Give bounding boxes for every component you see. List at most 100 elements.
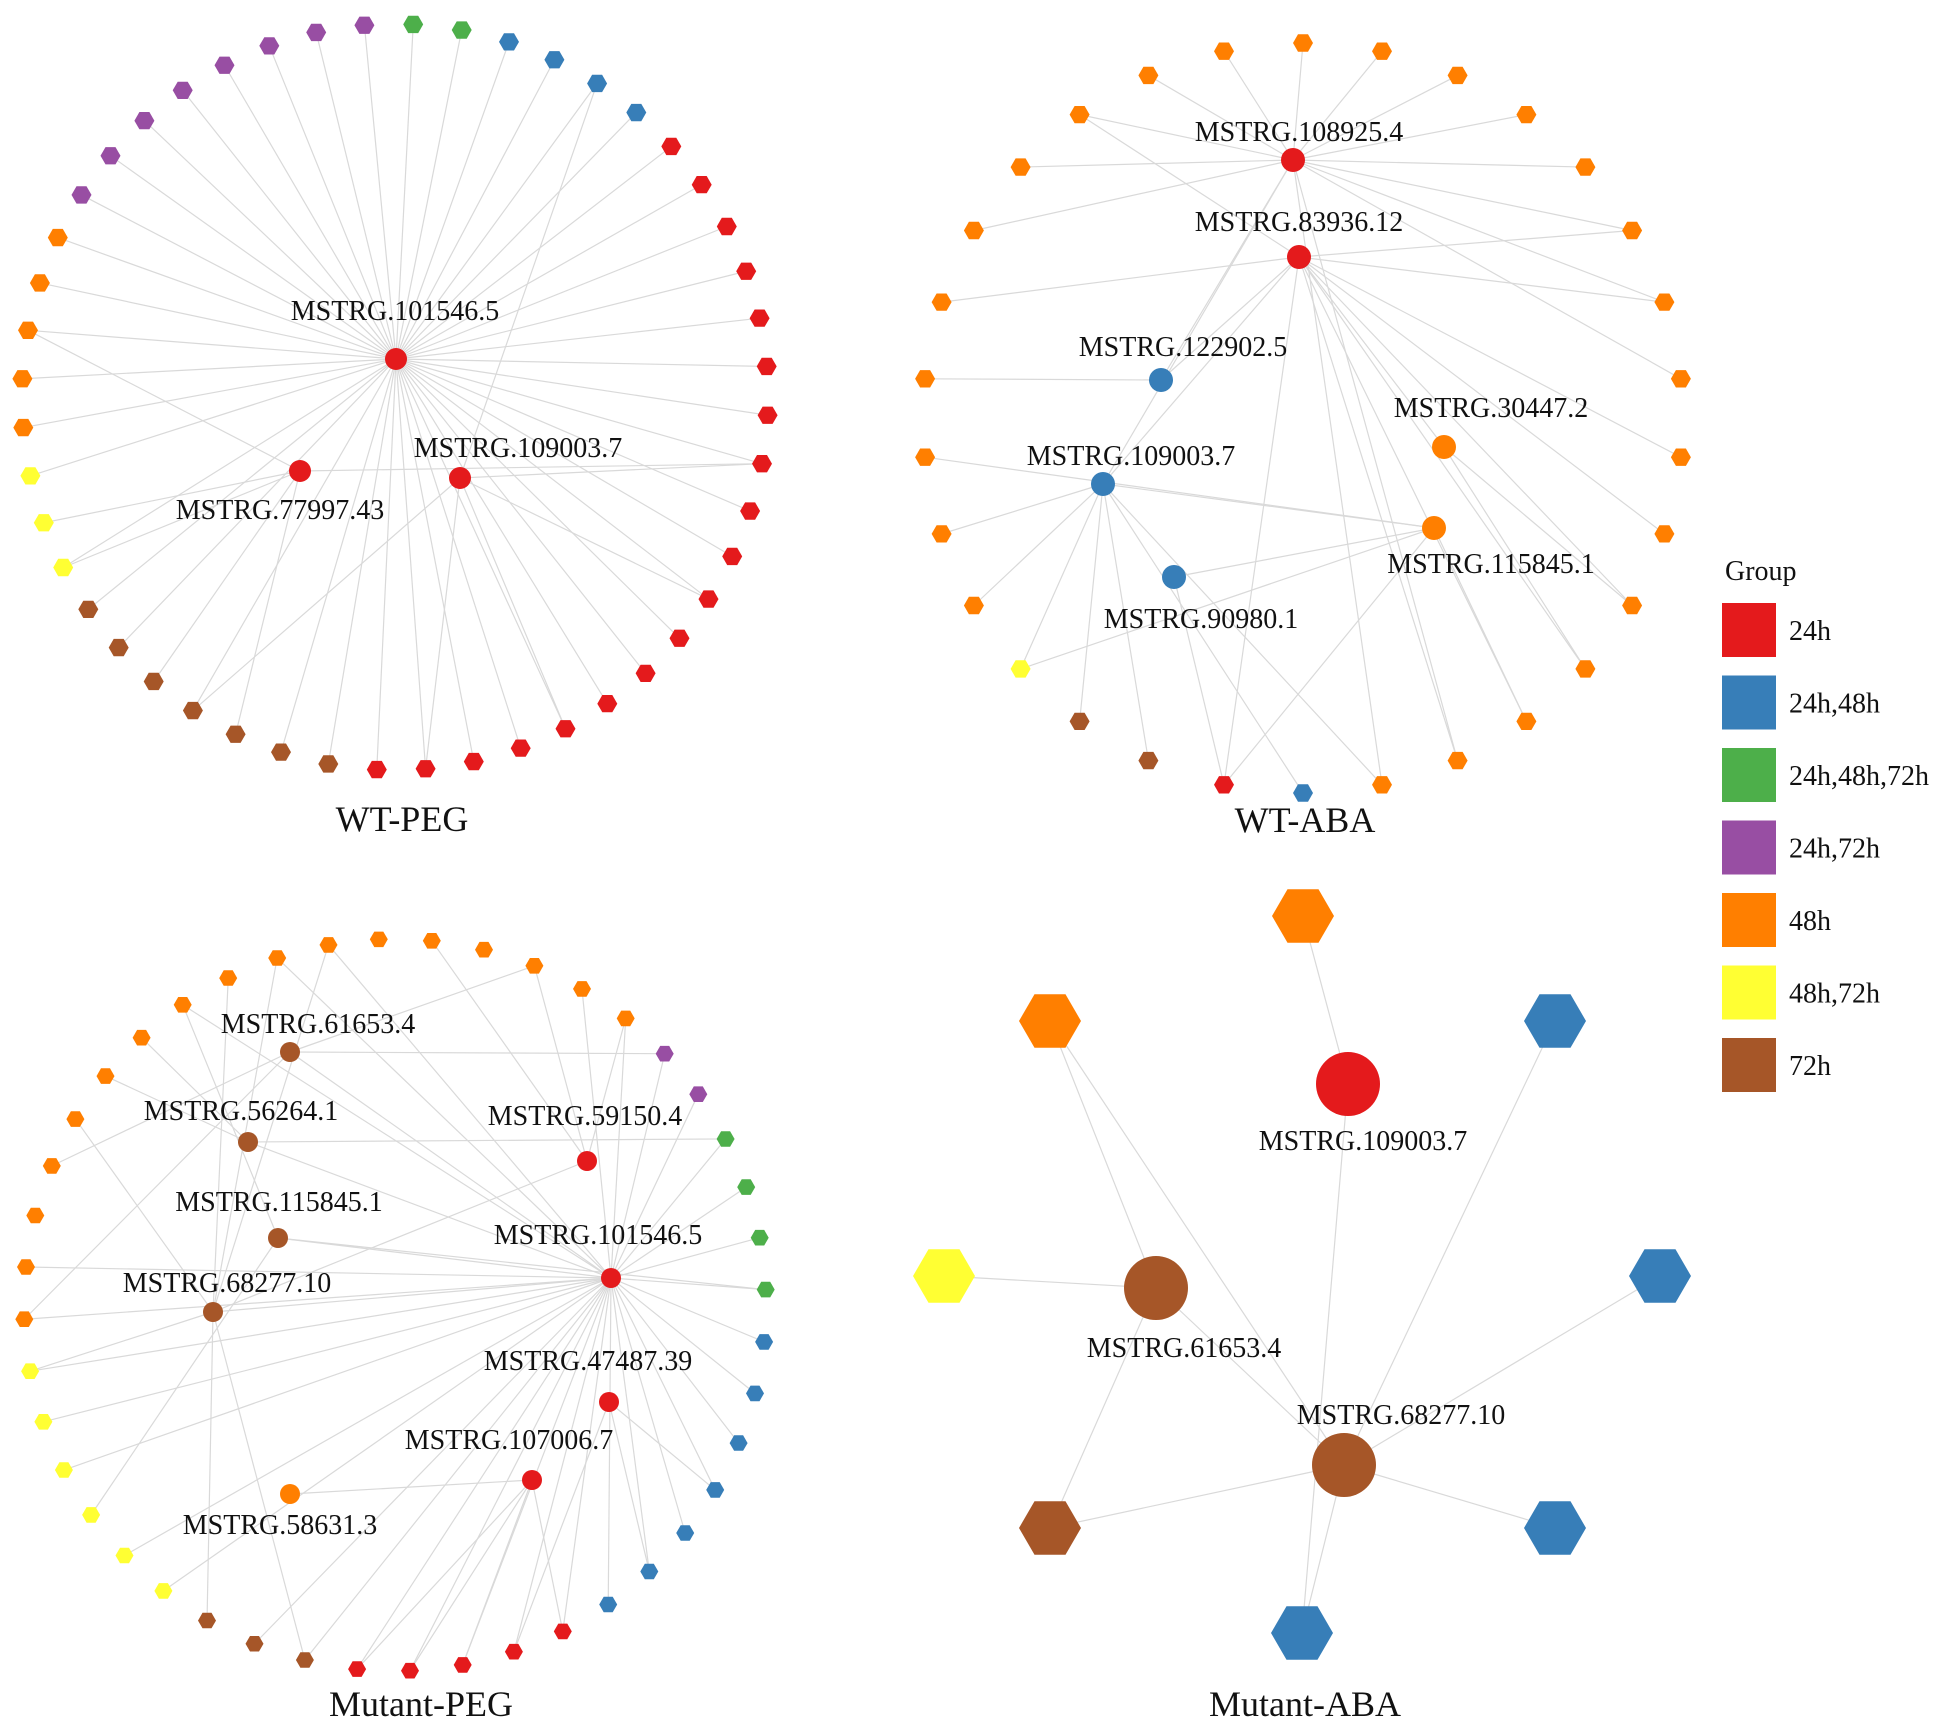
wt-peg-target-node xyxy=(587,74,608,93)
mutant-peg-edge xyxy=(206,1311,214,1621)
wt-aba-target-node xyxy=(915,370,936,388)
wt-peg-edge xyxy=(459,477,709,600)
mutant-peg-edge xyxy=(277,1237,766,1291)
mutant-peg-hub-mstrg-47487-39 xyxy=(599,1392,619,1412)
mutant-peg-target-node xyxy=(750,1229,769,1246)
wt-peg-edge xyxy=(395,358,763,465)
mutant-peg-hub-label: MSTRG.115845.1 xyxy=(175,1187,382,1218)
mutant-aba-target-node xyxy=(1271,1606,1333,1660)
mutant-peg-edge xyxy=(610,1277,756,1394)
wt-aba-edge xyxy=(1223,527,1435,786)
mutant-peg-target-node xyxy=(401,1662,419,1679)
wt-peg-edge xyxy=(30,358,397,477)
mutant-peg-edge xyxy=(328,944,612,1279)
mutant-peg-target-node xyxy=(154,1583,173,1599)
legend-swatch-48h-72h xyxy=(1722,965,1776,1020)
edge-layer xyxy=(22,24,1682,1672)
mutant-aba-target-node xyxy=(1272,889,1334,943)
wt-peg-edge xyxy=(395,358,522,749)
mutant-peg-target-node xyxy=(369,931,388,948)
wt-peg-edge xyxy=(395,358,768,416)
mutant-peg-target-node xyxy=(34,1414,53,1430)
legend-swatch-24h-48h-72h xyxy=(1722,748,1776,802)
mutant-peg-target-node xyxy=(640,1563,659,1580)
wt-peg-edge xyxy=(27,329,301,472)
wt-aba-edge xyxy=(1298,256,1445,448)
wt-peg-edge xyxy=(395,358,751,512)
wt-peg-edge xyxy=(192,358,397,711)
wt-peg-target-node xyxy=(33,514,54,532)
mutant-peg-target-node xyxy=(599,1596,618,1613)
mutant-peg-target-node xyxy=(716,1131,735,1147)
wt-aba-edge xyxy=(1298,256,1682,458)
mutant-peg-edge xyxy=(608,1401,716,1491)
wt-aba-edge xyxy=(1298,256,1665,303)
wt-aba-target-node xyxy=(1670,370,1691,388)
wt-peg-target-node xyxy=(271,743,291,761)
wt-aba-target-node xyxy=(931,293,952,311)
wt-peg-target-node xyxy=(756,357,777,376)
mutant-peg-edge xyxy=(610,1277,686,1534)
wt-aba-hub-mstrg-109003-7 xyxy=(1091,472,1115,496)
wt-aba-target-node xyxy=(1138,66,1159,85)
mutant-aba-hub-label: MSTRG.61653.4 xyxy=(1087,1333,1281,1364)
wt-peg-edge xyxy=(395,358,608,704)
wt-peg-target-node xyxy=(318,755,339,773)
mutant-peg-edge xyxy=(462,1479,533,1666)
wt-aba-edge xyxy=(1292,159,1633,232)
wt-peg-target-node xyxy=(12,370,33,388)
legend-label-24h-48h-72h: 24h,48h,72h xyxy=(1789,761,1929,792)
mutant-peg-target-node xyxy=(422,933,441,949)
wt-peg-edge xyxy=(395,59,555,360)
mutant-peg-hub-label: MSTRG.58631.3 xyxy=(183,1510,377,1541)
mutant-peg-edge xyxy=(254,1277,612,1645)
wt-aba-edge xyxy=(1223,256,1300,785)
wt-peg-edge xyxy=(459,83,598,479)
wt-peg-edge xyxy=(63,470,301,569)
wt-peg-target-node xyxy=(661,137,682,156)
mutant-peg-target-node xyxy=(42,1158,61,1174)
mutant-peg-edge xyxy=(610,1053,666,1279)
wt-peg-target-node xyxy=(20,467,41,485)
wt-peg-edge xyxy=(395,270,747,360)
wt-aba-edge xyxy=(1298,256,1527,722)
mutant-aba-edge xyxy=(943,1275,1157,1289)
wt-peg-target-node xyxy=(53,558,74,577)
wt-aba-edge xyxy=(925,378,1162,381)
wt-peg-target-node xyxy=(100,147,121,165)
wt-aba-edge xyxy=(973,159,1294,232)
legend-swatch-24h xyxy=(1722,603,1776,657)
mutant-peg-edge xyxy=(63,1277,612,1471)
mutant-peg-target-node xyxy=(219,970,238,986)
mutant-peg-edge xyxy=(356,1479,533,1670)
mutant-peg-target-node xyxy=(15,1311,34,1327)
wt-peg-edge xyxy=(363,25,397,360)
wt-aba-edge xyxy=(1292,159,1586,168)
wt-aba-edge xyxy=(1443,446,1586,670)
wt-aba-edge xyxy=(1292,159,1682,380)
wt-aba-edge xyxy=(973,483,1104,606)
wt-peg-edge xyxy=(223,64,397,360)
wt-peg-target-node xyxy=(757,406,778,424)
legend-label-48h: 48h xyxy=(1789,906,1831,937)
wt-aba-target-node xyxy=(1293,784,1313,802)
wt-peg-edge xyxy=(376,358,397,770)
wt-peg-target-node xyxy=(499,33,519,51)
wt-peg-target-node xyxy=(18,321,38,339)
wt-aba-target-node xyxy=(1447,751,1468,770)
mutant-peg-target-node xyxy=(616,1010,635,1027)
wt-aba-target-node xyxy=(1575,158,1596,176)
mutant-aba-hub-mstrg-61653-4 xyxy=(1124,1256,1188,1320)
mutant-peg-edge xyxy=(610,1277,765,1343)
mutant-peg-target-node xyxy=(706,1482,725,1498)
wt-aba-edge xyxy=(1298,256,1633,606)
legend-label-24h: 24h xyxy=(1789,616,1831,647)
wt-peg-target-node xyxy=(635,664,656,682)
mutant-peg-hub-mstrg-61653-4 xyxy=(280,1042,300,1062)
mutant-peg-edge xyxy=(610,1277,740,1444)
wt-aba-edge xyxy=(1102,483,1304,794)
mutant-peg-edge xyxy=(276,957,612,1279)
wt-peg-target-node xyxy=(108,638,129,657)
mutant-peg-edge xyxy=(289,1051,665,1055)
